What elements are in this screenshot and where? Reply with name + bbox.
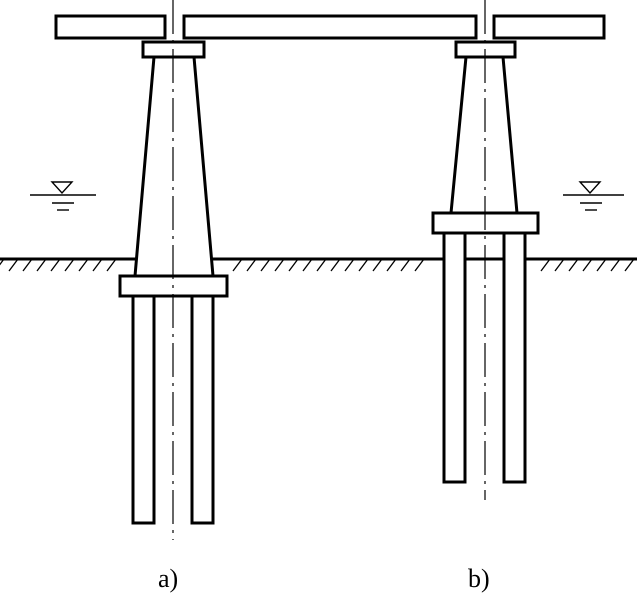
- hatch-mark: [596, 258, 607, 272]
- hatch-mark: [554, 258, 565, 272]
- hatch-mark: [8, 258, 19, 272]
- pier-a: [118, 0, 229, 540]
- hatch-mark: [568, 258, 579, 272]
- hatch-mark: [386, 258, 397, 272]
- hatch-mark: [610, 258, 621, 272]
- hatch-mark: [540, 258, 551, 272]
- ground-hatching: [0, 258, 635, 272]
- water-level-symbol-left: [30, 181, 96, 211]
- hatch-mark: [0, 258, 5, 266]
- bridge-deck: [54, 14, 606, 40]
- water-level-triangle-icon: [50, 181, 74, 195]
- hatch-mark: [22, 258, 33, 272]
- hatch-mark: [274, 258, 285, 272]
- hatch-mark: [624, 258, 635, 272]
- hatch-mark: [414, 258, 425, 272]
- hatch-mark: [344, 258, 355, 272]
- hatch-mark: [106, 258, 117, 272]
- hatch-mark: [36, 258, 47, 272]
- hatch-mark: [582, 258, 593, 272]
- caption-b: b): [468, 564, 490, 593]
- hatch-mark: [232, 258, 243, 272]
- hatch-mark: [330, 258, 341, 272]
- hatch-mark: [246, 258, 257, 272]
- water-level-triangle-icon: [578, 181, 602, 195]
- deck-girder-left: [54, 14, 167, 40]
- hatch-mark: [50, 258, 61, 272]
- pier-b-pile-right: [502, 231, 527, 484]
- pier-b: [431, 0, 540, 500]
- deck-girder-middle: [182, 14, 478, 40]
- hatch-mark: [302, 258, 313, 272]
- deck-girder-right: [492, 14, 606, 40]
- hatch-mark: [78, 258, 89, 272]
- hatch-mark: [316, 258, 327, 272]
- hatch-mark: [358, 258, 369, 272]
- hatch-mark: [372, 258, 383, 272]
- pier-a-tapered-column: [133, 55, 215, 278]
- caption-a: a): [158, 564, 178, 593]
- ground-surface: [0, 257, 637, 272]
- pier-b-tapered-column: [449, 55, 519, 215]
- pier-a-pile-right: [190, 294, 215, 525]
- hatch-mark: [92, 258, 103, 272]
- water-level-symbol-right: [563, 181, 624, 211]
- pier-b-pile-left: [442, 231, 467, 484]
- hatch-mark: [400, 258, 411, 272]
- pier-a-pile-left: [131, 294, 156, 525]
- hatch-mark: [260, 258, 271, 272]
- hatch-mark: [288, 258, 299, 272]
- hatch-mark: [64, 258, 75, 272]
